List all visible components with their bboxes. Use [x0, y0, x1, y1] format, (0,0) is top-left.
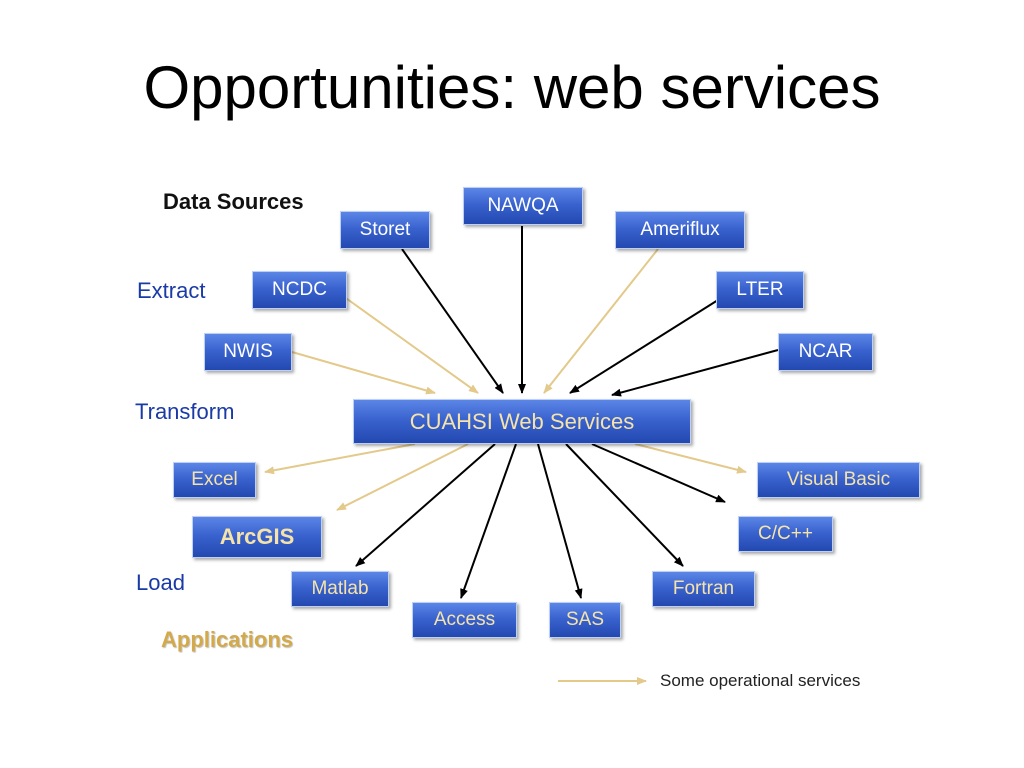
- hub-cuahsi-web-services: CUAHSI Web Services: [353, 399, 691, 444]
- slide-title: Opportunities: web services: [143, 54, 881, 121]
- arrow-matlab: [355, 443, 496, 567]
- app-box-fortran: Fortran: [652, 571, 755, 607]
- label-extract: Extract: [137, 278, 206, 303]
- source-box-storet: Storet: [340, 211, 430, 249]
- arrow-access: [460, 443, 517, 599]
- arrow-arcgis: [336, 443, 469, 511]
- app-box-arcgis: ArcGIS: [192, 516, 322, 558]
- arrow-ameriflux: [543, 248, 659, 394]
- source-box-ncdc: NCDC: [252, 271, 347, 309]
- source-box-nawqa: NAWQA: [463, 187, 583, 225]
- source-box-lter: LTER: [716, 271, 804, 309]
- arrow-visual-basic: [634, 443, 747, 474]
- app-box-c-cpp: C/C++: [738, 516, 833, 552]
- arrow-lter: [569, 299, 719, 394]
- label-transform: Transform: [135, 399, 235, 424]
- source-box-ncar: NCAR: [778, 333, 873, 371]
- legend-text: Some operational services: [660, 671, 861, 690]
- arrow-sas: [537, 443, 583, 599]
- arrow-nwis: [291, 351, 436, 395]
- app-box-sas: SAS: [549, 602, 621, 638]
- arrow-ncdc: [342, 295, 479, 394]
- app-box-excel: Excel: [173, 462, 256, 498]
- arrow-ncar: [611, 349, 779, 397]
- source-box-ameriflux: Ameriflux: [615, 211, 745, 249]
- arrow-storet: [401, 248, 504, 394]
- arrow-c-cpp: [591, 443, 726, 503]
- arrow-excel: [264, 443, 416, 475]
- label-load: Load: [136, 570, 185, 595]
- app-box-matlab: Matlab: [291, 571, 389, 607]
- arrow-fortran: [565, 443, 684, 567]
- label-data-sources: Data Sources: [163, 189, 304, 214]
- label-applications: Applications: [161, 627, 294, 652]
- source-box-nwis: NWIS: [204, 333, 292, 371]
- app-box-visual-basic: Visual Basic: [757, 462, 920, 498]
- app-box-access: Access: [412, 602, 517, 638]
